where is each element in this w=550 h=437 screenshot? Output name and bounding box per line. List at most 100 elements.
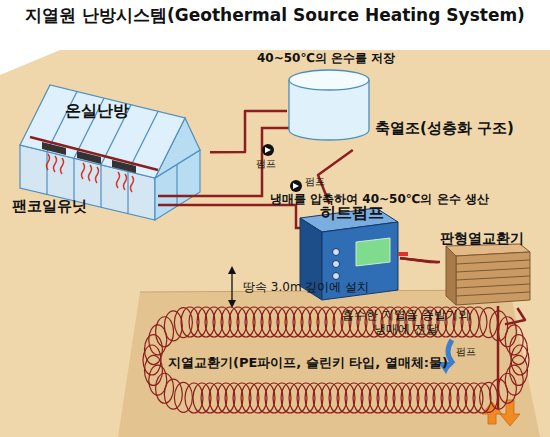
ground — [0, 50, 550, 437]
coil-ring — [511, 345, 529, 375]
coil-ring — [345, 383, 363, 413]
coil-ring — [425, 383, 443, 413]
plate-heat-exchanger — [456, 276, 530, 280]
greenhouse-illustration — [20, 85, 185, 178]
component-label: 지열교환기(PE파이프, 슬린키 타입, 열매체:물) — [168, 356, 448, 371]
coil-ring — [197, 307, 215, 337]
ground — [0, 50, 550, 437]
plate-heat-exchanger — [456, 268, 530, 272]
heat-pump-unit — [398, 252, 408, 256]
plate-heat-exchanger — [456, 260, 530, 264]
annotation-text: 40~50℃의 온수를 저장 — [257, 52, 395, 66]
coil-ring — [273, 383, 291, 413]
coil-ring — [409, 383, 427, 413]
coil-ring — [245, 307, 263, 337]
depth-dimension — [231, 272, 232, 302]
pipe-connector — [505, 308, 525, 324]
coil-ring — [156, 373, 174, 403]
coil-ring — [393, 383, 411, 413]
coil-ring — [189, 307, 207, 337]
fan-coil-units — [42, 142, 66, 155]
plate-heat-exchanger — [456, 252, 530, 305]
pump-symbol — [290, 180, 302, 192]
coil-ring — [457, 383, 475, 413]
fan-coil-units — [112, 160, 136, 173]
greenhouse-illustration — [176, 164, 177, 206]
coil-ring — [269, 307, 287, 337]
coil-ring — [309, 307, 327, 337]
coil-ring — [313, 383, 331, 413]
pipe-connector — [210, 111, 287, 152]
slinky-coil — [143, 307, 529, 413]
coil-ring — [201, 383, 219, 413]
coil-ring — [285, 307, 303, 337]
coil-ring — [329, 383, 347, 413]
fan-coil-units — [77, 151, 101, 164]
storage-tank — [289, 70, 369, 140]
pump-symbol — [262, 144, 274, 156]
coil-ring — [301, 307, 319, 337]
coil-ring — [417, 383, 435, 413]
coil-ring — [233, 383, 251, 413]
depth-dimension — [228, 266, 236, 274]
coil-ring — [277, 307, 295, 337]
coil-ring — [253, 307, 271, 337]
coil-ring — [289, 383, 307, 413]
coil-ring — [441, 383, 459, 413]
coil-ring — [337, 383, 355, 413]
fan-coil-units — [82, 163, 99, 183]
coil-ring — [465, 383, 483, 413]
coil-ring — [293, 307, 311, 337]
coil-ring — [385, 383, 403, 413]
heat-pump-unit — [333, 273, 340, 280]
annotation-text: 땅속 3.0m 깊이에 설치 — [243, 281, 369, 295]
component-node: 온실난방팬코일유닛 — [10, 80, 210, 225]
component-node: 축열조(성층화 구조) — [287, 72, 527, 150]
annotation-text: 냉매를 압축하여 40~50℃의 온수 생산 — [270, 193, 489, 207]
component-label: 히트펌프 — [320, 204, 384, 222]
coil-ring — [149, 365, 167, 395]
coil-ring — [185, 383, 203, 413]
greenhouse-illustration — [100, 165, 101, 207]
coil-ring — [401, 383, 419, 413]
pump-symbol — [262, 144, 452, 374]
coil-ring — [144, 335, 162, 365]
component-label: 온실난방 — [65, 102, 129, 120]
plate-heat-exchanger — [456, 292, 530, 296]
plate-heat-exchanger — [456, 284, 530, 288]
fan-coil-units — [47, 154, 64, 174]
coil-ring — [281, 383, 299, 413]
coil-ring — [325, 307, 343, 337]
fan-coil-units — [117, 172, 134, 192]
heat-pump-unit — [333, 249, 340, 256]
coil-ring — [213, 307, 231, 337]
coil-ring — [237, 307, 255, 337]
coil-ring — [143, 345, 161, 375]
heat-pump-unit — [333, 261, 340, 268]
ground — [118, 290, 540, 437]
pipe-connector — [400, 258, 438, 262]
coil-ring — [433, 383, 451, 413]
fan-coil-units — [30, 137, 158, 170]
coil-ring — [353, 383, 371, 413]
component-node: 판형열교환기 — [438, 228, 546, 308]
coil-ring — [193, 383, 211, 413]
coil-ring — [510, 355, 528, 385]
coil-ring — [321, 383, 339, 413]
coil-ring — [209, 383, 227, 413]
coil-ring — [249, 383, 267, 413]
annotation-text: 펌프 — [456, 346, 476, 358]
annotation-text: 펌프 — [305, 176, 325, 188]
flow-arrows — [500, 400, 520, 426]
greenhouse-illustration — [127, 171, 128, 213]
plate-heat-exchanger — [446, 246, 456, 305]
coil-ring — [261, 307, 279, 337]
depth-dimension — [228, 266, 236, 308]
coil-ring — [174, 308, 192, 338]
coil-ring — [377, 383, 395, 413]
greenhouse-illustration — [73, 158, 74, 201]
pump-symbol — [265, 147, 271, 153]
coil-ring — [469, 307, 487, 337]
